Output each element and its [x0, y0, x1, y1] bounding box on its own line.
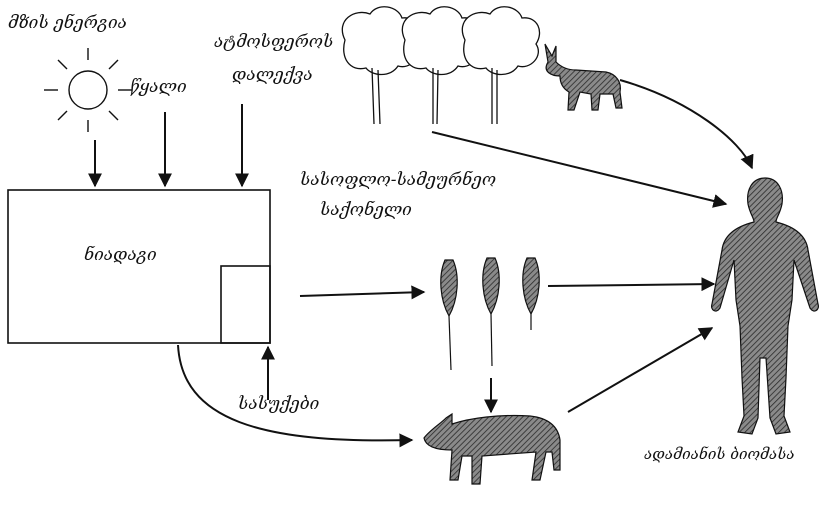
label-soil: ნიადაგი: [84, 246, 157, 266]
cow-icon: [424, 414, 560, 484]
wheat-icon: [441, 258, 539, 370]
sun-icon: [44, 48, 132, 132]
label-water: წყალი: [130, 78, 187, 98]
goat-icon: [545, 44, 622, 110]
label-agro-line1: სასოფლო-სამეურნეო: [300, 171, 496, 191]
label-human-body: ადამიანის ბიომასა: [644, 446, 795, 463]
tree-icon: [342, 7, 539, 124]
label-fertilizers-line1: სასუქები: [238, 395, 319, 415]
label-atmospheric-line2: დალექვა: [232, 66, 313, 86]
label-agro-line2: საქონელი: [320, 201, 412, 221]
soil-box: [8, 190, 270, 343]
label-atmospheric-line1: ატმოსფეროს: [214, 33, 333, 53]
human-figure-icon: [712, 178, 819, 434]
flow-arrows: [178, 80, 752, 440]
label-sun-energy: მზის ენერგია: [8, 14, 127, 34]
